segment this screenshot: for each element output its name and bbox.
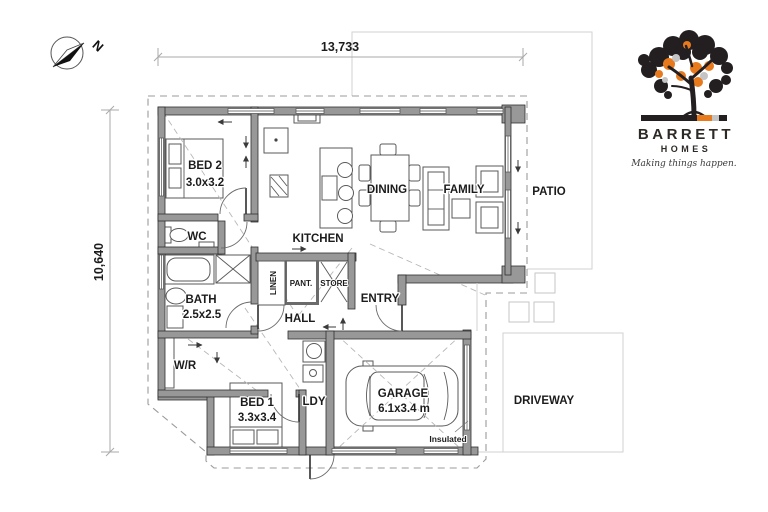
- room-label-wr: W/R: [174, 360, 197, 372]
- dining-table: [358, 143, 421, 233]
- logo: BARRETT HOMES Making things happen.: [630, 30, 737, 169]
- window: [359, 108, 401, 114]
- room-label-garage: GARAGE: [378, 388, 429, 400]
- wc-toilet: [162, 226, 215, 252]
- room-size-bath: 2.5x2.5: [183, 309, 222, 321]
- window: [159, 137, 164, 197]
- garage-door: [464, 344, 470, 431]
- washing-machine: [302, 340, 326, 383]
- dimension-height: 10,640: [92, 105, 119, 457]
- window: [476, 108, 504, 114]
- window: [227, 108, 275, 114]
- room-label-kitchen: KITCHEN: [292, 233, 343, 245]
- logo-division-text: HOMES: [661, 144, 712, 154]
- sliding-door: [505, 135, 511, 173]
- paving-tile: [508, 301, 530, 323]
- area-label-driveway: DRIVEWAY: [514, 395, 575, 407]
- room-labels: BED 2 3.0x3.2 WC BATH 2.5x2.5 W/R BED 1 …: [173, 159, 576, 445]
- doors: [219, 187, 403, 480]
- dimension-height-value: 10,640: [92, 243, 106, 281]
- room-label-laundry: LDY: [303, 396, 326, 408]
- car: [345, 360, 459, 432]
- room-label-bed1: BED 1: [240, 397, 274, 409]
- paving-tile: [534, 272, 556, 294]
- furniture: [161, 111, 504, 449]
- bathtub: [162, 254, 215, 285]
- window: [295, 108, 325, 114]
- room-label-entry: ENTRY: [361, 293, 400, 305]
- sliding-door: [505, 189, 511, 239]
- logo-tree-icon: [638, 30, 733, 121]
- room-label-wc: WC: [187, 231, 206, 243]
- bath-basin: [165, 287, 187, 329]
- logo-tagline-text: Making things happen.: [630, 159, 736, 169]
- opening-arrows: [188, 119, 521, 364]
- windows: [159, 108, 511, 454]
- driveway-area: [502, 332, 624, 453]
- room-label-bath: BATH: [185, 294, 216, 306]
- window: [159, 254, 164, 290]
- room-label-store: STORE: [320, 279, 348, 288]
- site-outlines: [351, 31, 624, 453]
- window: [331, 448, 397, 454]
- family-sofa: [422, 165, 504, 234]
- garage-insulated-note: Insulated: [429, 434, 466, 444]
- room-size-bed2: 3.0x3.2: [186, 177, 224, 189]
- north-arrow-icon: N: [50, 36, 107, 70]
- room-label-linen: LINEN: [269, 271, 278, 295]
- logo-brand-text: BARRETT: [638, 126, 734, 143]
- window: [419, 108, 447, 114]
- room-label-hall: HALL: [285, 313, 316, 325]
- kitchen-island: [319, 147, 354, 229]
- window: [229, 448, 288, 454]
- north-label: N: [89, 37, 106, 54]
- shower: [215, 254, 251, 284]
- room-size-bed1: 3.3x3.4: [238, 412, 277, 424]
- room-label-patio: PATIO: [532, 186, 565, 198]
- dimension-width-value: 13,733: [321, 40, 359, 54]
- paving-tile: [533, 301, 555, 323]
- room-size-garage: 6.1x3.4 m: [378, 403, 430, 415]
- room-label-pantry: PANT.: [290, 279, 313, 288]
- dimension-width: 13,733: [153, 40, 528, 66]
- room-label-dining: DINING: [367, 184, 407, 196]
- room-label-bed2: BED 2: [188, 160, 222, 172]
- kitchen-fittings: [263, 111, 321, 198]
- room-label-family: FAMILY: [443, 184, 484, 196]
- window: [423, 448, 459, 454]
